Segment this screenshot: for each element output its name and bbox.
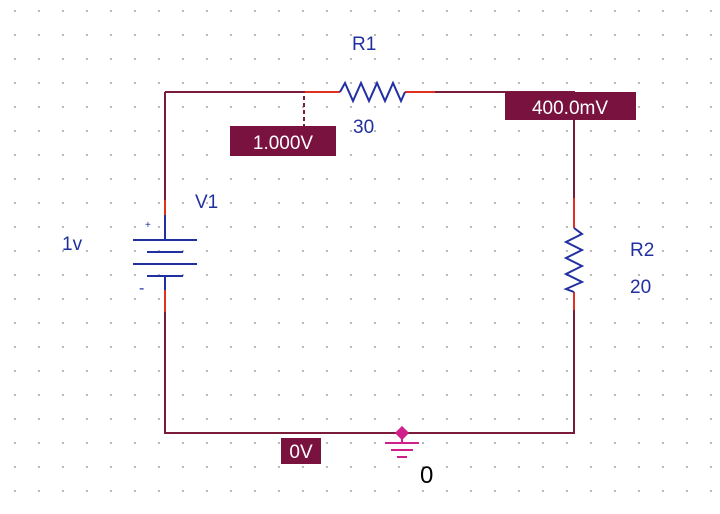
resistor-r2[interactable] [563,227,585,293]
pin-stubs [164,91,575,312]
voltage-marker-ground: 0V [281,438,321,464]
voltage-marker-r1-left: 1.000V [230,126,336,156]
r1-value: 30 [353,117,374,138]
r2-value: 20 [630,277,651,298]
ground-symbol[interactable] [385,425,419,458]
svg-text:1.000V: 1.000V [253,133,314,154]
ground-label: 0 [420,462,433,489]
wires [164,91,575,434]
ground-node-marker [394,425,410,441]
svg-text:0V: 0V [289,442,313,463]
wire-left-bottom [164,290,575,434]
v1-value: 1v [62,234,83,255]
v1-name: V1 [195,192,218,213]
resistor-r1[interactable] [339,80,406,104]
v1-minus-sign: - [139,280,144,297]
voltage-marker-r2-top: 400.0mV [505,92,636,120]
v1-plus-sign: + [145,220,151,231]
r1-name: R1 [352,34,376,55]
r2-name: R2 [630,240,654,261]
svg-text:400.0mV: 400.0mV [532,98,608,119]
battery-v1[interactable] [133,215,197,290]
